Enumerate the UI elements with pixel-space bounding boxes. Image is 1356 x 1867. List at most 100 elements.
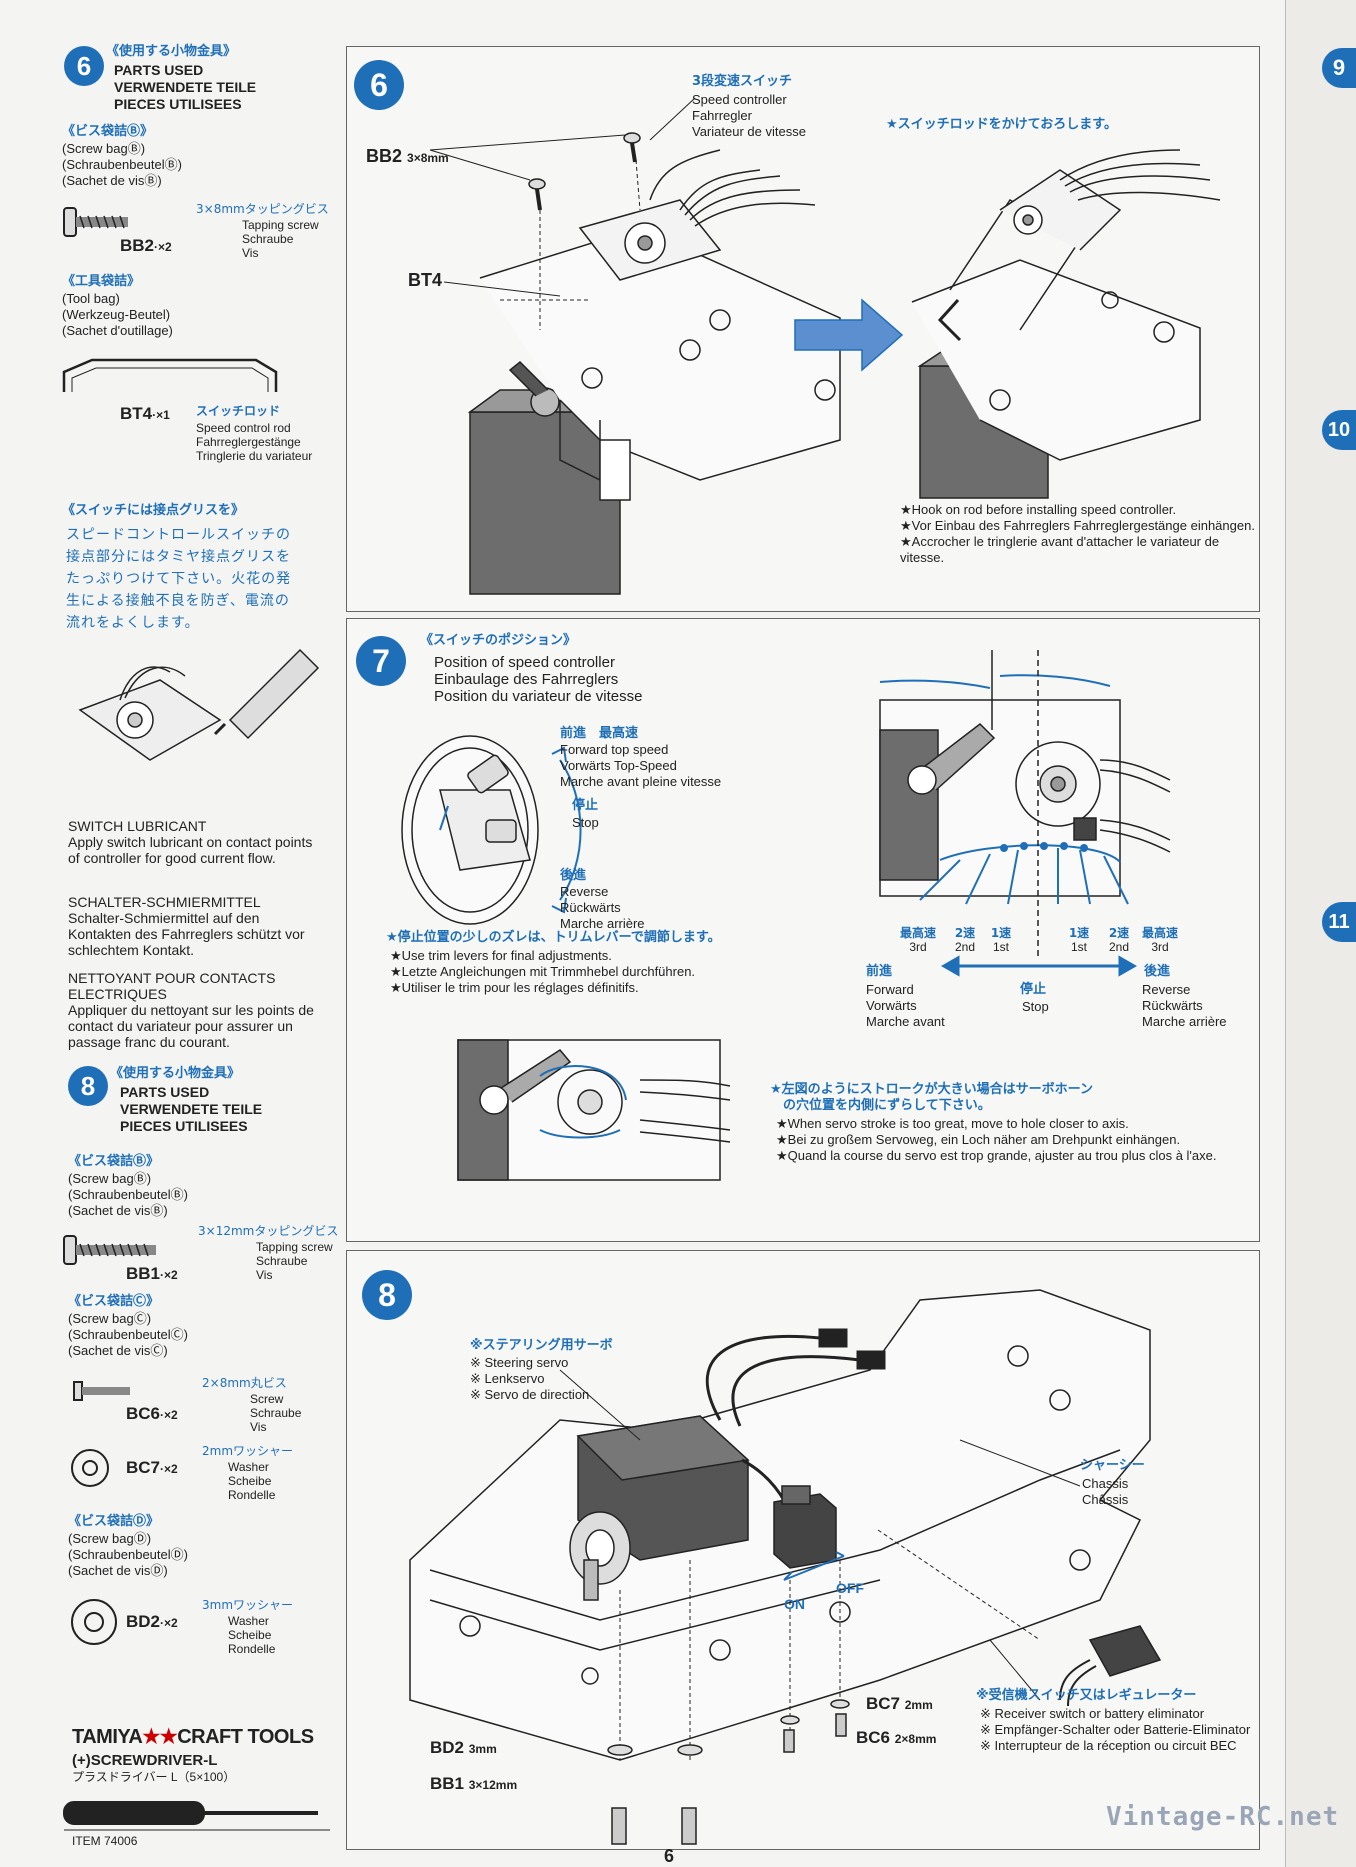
step-8-panel-badge: 8 xyxy=(362,1270,412,1320)
bb2-label: BB2·×2 xyxy=(120,236,172,256)
step8-off-label: OFF xyxy=(836,1580,864,1596)
step6-frame-left xyxy=(479,227,841,501)
bc6-screw-icon xyxy=(73,1381,130,1401)
step-6-panel-number: 6 xyxy=(370,66,388,103)
bc7-label: BC7·×2 xyxy=(126,1458,178,1478)
lubricant-fr-text: Appliquer du nettoyant sur les points de… xyxy=(68,1002,314,1050)
screw-bag-b-text: (Screw bagⒷ) (SchraubenbeutelⒷ) (Sachet … xyxy=(62,141,182,188)
bb2-qty: ·×2 xyxy=(154,240,172,254)
bc7-washer-icon xyxy=(71,1449,109,1487)
step7-title-text: Position of speed controller Einbaulage … xyxy=(434,654,643,705)
speed-label-rev-3-en: 3rd xyxy=(909,940,927,954)
step-8-badge: 8 xyxy=(68,1066,108,1106)
step-6-badge: 6 xyxy=(64,46,104,86)
step6-rod-jp: ★スイッチロッドをかけておろします。 xyxy=(886,117,1117,132)
screw-bag-d-jp: 《ビス袋詰Ⓓ》 xyxy=(68,1514,160,1529)
step7-fwd-text: Forward top speed Vorwärts Top-Speed Mar… xyxy=(560,742,722,789)
bd2-code: BD2 xyxy=(126,1612,161,1631)
step7-title-jp: 《スイッチのポジション》 xyxy=(420,633,577,648)
step6-frame-right xyxy=(911,149,1221,461)
lubricant-fr: NETTOYANT POUR CONTACTS ELECTRIQUES Appl… xyxy=(68,970,324,1050)
step8-bc7-size: 2mm xyxy=(904,1698,933,1712)
bb1-size-jp: 3×12mmタッピングビス xyxy=(198,1224,339,1238)
bc6-label: BC6·×2 xyxy=(126,1404,178,1424)
step7-stop2-jp: 停止 xyxy=(1020,982,1047,997)
parts-used-title: PARTS USED VERWENDETE TEILE PIECES UTILI… xyxy=(114,62,257,112)
step7-fwd-jp: 前進 最高速 xyxy=(560,726,639,741)
step7-rev-jp: 後進 xyxy=(560,868,587,883)
bc6-desc: Screw Schraube Vis xyxy=(250,1392,302,1434)
step7-stop-text: Stop xyxy=(572,815,599,830)
step6-screw-bb2-b xyxy=(623,132,641,163)
lubricant-de-title: SCHALTER-SCHMIERMITTEL xyxy=(68,894,261,910)
speed-label-rev-2-en: 2nd xyxy=(954,940,976,954)
bt4-qty: ·×1 xyxy=(152,408,170,422)
step6-switch-jp: 3段変速スイッチ xyxy=(692,74,793,89)
step7-servo-lower-view xyxy=(457,1039,731,1181)
step7-stop-jp: 停止 xyxy=(572,798,599,813)
edge-step-11-number: 11 xyxy=(1328,910,1350,933)
speed-label-fwd-3-en: 3rd xyxy=(1151,940,1169,954)
step8-chassis-jp: シャーシー xyxy=(1080,1458,1145,1473)
item-number: ITEM 74006 xyxy=(72,1834,138,1848)
step-8-number: 8 xyxy=(80,1070,96,1101)
step7-forward-jp: 前進 xyxy=(866,964,893,979)
lubricant-en-text: Apply switch lubricant on contact points… xyxy=(68,834,313,866)
screw-bag-b2-text: (Screw bagⒷ) (SchraubenbeutelⒷ) (Sachet … xyxy=(68,1171,188,1218)
step8-switch-box xyxy=(773,1485,837,1569)
bt4-desc: Speed control rod Fahrreglergestänge Tri… xyxy=(196,421,313,463)
step6-hook-notes: ★Hook on rod before installing speed con… xyxy=(900,502,1255,565)
speed-label-fwd-2-jp: 2速 xyxy=(1108,926,1130,940)
speed-label-rev-3-jp: 最高速 xyxy=(899,926,936,940)
bd2-desc: Washer Scheibe Rondelle xyxy=(228,1614,276,1656)
bb2-code: BB2 xyxy=(120,236,155,255)
screw-bag-b2-jp: 《ビス袋詰Ⓑ》 xyxy=(68,1154,160,1169)
step7-servo-jp: ★左図のようにストロークが大きい場合はサーボホーン の穴位置を内側にずらして下さ… xyxy=(770,1082,1094,1113)
bb1-label: BB1·×2 xyxy=(126,1264,178,1284)
step7-reverse-jp: 後進 xyxy=(1144,964,1171,979)
bb2-desc: Tapping screw Schraube Vis xyxy=(242,218,319,260)
grease-body-jp: スピードコントロールスイッチの 接点部分にはタミヤ接点グリスを たっぷりつけて下… xyxy=(66,527,292,631)
step7-rev-text: Reverse Rückwärts Marche arrière xyxy=(560,884,645,931)
edge-step-10-badge: 10 xyxy=(1322,410,1356,450)
parts-used-8-jp: 《使用する小物金具》 xyxy=(110,1066,241,1081)
step8-bd2-code: BD2 xyxy=(430,1738,465,1757)
bt4-code: BT4 xyxy=(120,404,153,423)
bt4-rod-icon xyxy=(62,358,278,392)
step7-fwd-rev-arrow xyxy=(940,955,1138,977)
step7-trim-jp: ★停止位置の少しのズレは、トリムレバーで調節します。 xyxy=(386,930,721,945)
speed-label-fwd-1-en: 1st xyxy=(1070,940,1087,954)
bc6-qty: ·×2 xyxy=(160,1408,178,1422)
step-8-panel-number: 8 xyxy=(378,1276,396,1313)
step8-assembly-lines xyxy=(619,1529,1041,1760)
speed-label-rev-1-jp: 1速 xyxy=(990,926,1012,940)
step6-speed-controller xyxy=(578,149,816,281)
parts-used-jp: 《使用する小物金具》 xyxy=(106,44,237,59)
step6-bt4-label: BT4 xyxy=(408,270,443,290)
bd2-qty: ·×2 xyxy=(160,1616,178,1630)
speed-label-fwd-1-jp: 1速 xyxy=(1068,926,1090,940)
step7-trim-notes: ★Use trim levers for final adjustments. … xyxy=(390,948,696,995)
step6-bb2-size: 3×8mm xyxy=(407,151,449,165)
speed-label-fwd-3-jp: 最高速 xyxy=(1141,926,1178,940)
step8-bc7-label: BC7 2mm xyxy=(866,1694,933,1714)
lubricant-en: SWITCH LUBRICANT Apply switch lubricant … xyxy=(68,818,324,866)
step8-steering-servo xyxy=(569,1415,750,1601)
bt4-jp: スイッチロッド xyxy=(196,404,281,418)
step7-servo-notes: ★When servo stroke is too great, move to… xyxy=(776,1116,1217,1163)
step8-bc6-screws xyxy=(783,1713,847,1753)
star-icon: ★★ xyxy=(142,1726,178,1748)
bc7-size-jp: 2mmワッシャー xyxy=(202,1444,294,1458)
parts-used-8-title: PARTS USED VERWENDETE TEILE PIECES UTILI… xyxy=(120,1084,263,1134)
edge-step-9-badge: 9 xyxy=(1322,48,1356,88)
edge-step-11-badge: 11 xyxy=(1322,902,1356,942)
step8-bc6-size: 2×8mm xyxy=(894,1732,937,1746)
screwdriver-icon xyxy=(63,1801,318,1825)
step7-servo-top-view xyxy=(879,699,1171,897)
step6-bb2-label: BB2 3×8mm xyxy=(366,146,449,167)
